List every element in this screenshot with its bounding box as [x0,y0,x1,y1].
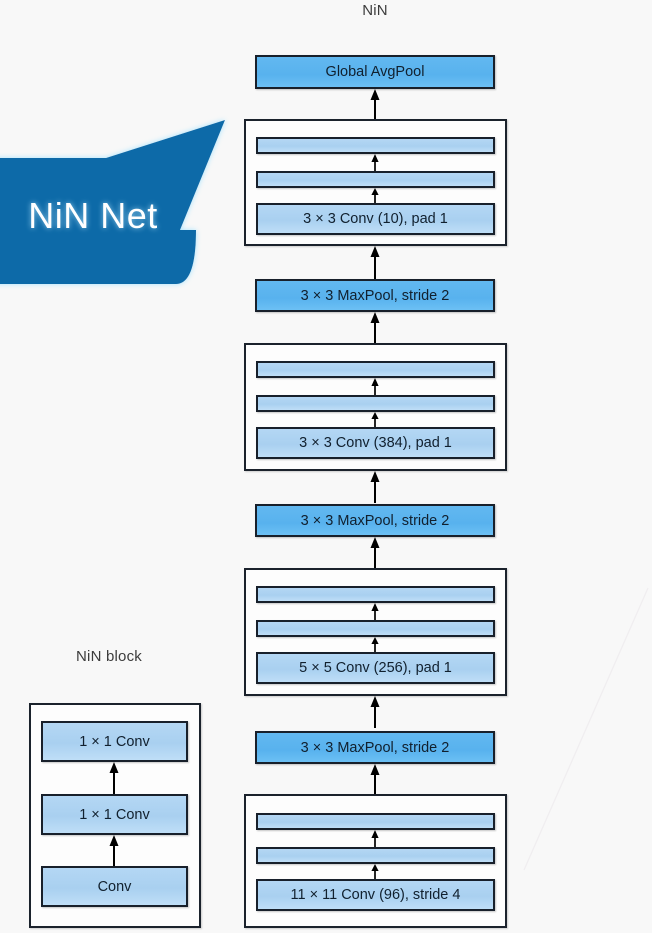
arrow-up-into-block-conv384 [370,471,380,503]
legend-title: NiN block [76,648,142,665]
nin-block-conv384-main-conv[interactable]: 3 × 3 Conv (384), pad 1 [256,427,495,459]
arrow-up-to-maxpool-middle [370,537,380,568]
legend-row-1x1-conv-upper[interactable]: 1 × 1 Conv [41,721,188,762]
nin-block-conv10-row-1x1-lower[interactable] [256,171,495,188]
legend-row-1x1-conv-lower[interactable]: 1 × 1 Conv [41,794,188,835]
nin-block-conv10-main-conv[interactable]: 3 × 3 Conv (10), pad 1 [256,203,495,235]
layer-maxpool-lower[interactable]: 3 × 3 MaxPool, stride 2 [255,731,495,764]
nin-block-conv96-row-1x1-upper[interactable] [256,813,495,830]
nin-block-conv384-row-1x1-lower[interactable] [256,395,495,412]
layer-maxpool-upper[interactable]: 3 × 3 MaxPool, stride 2 [255,279,495,312]
arrow-up-into-block-conv256 [370,696,380,728]
callout-bubble[interactable] [0,112,236,290]
nin-block-conv96-main-conv[interactable]: 11 × 11 Conv (96), stride 4 [256,879,495,911]
page-title: NiN [362,2,388,19]
arrow-up-to-maxpool-upper [370,312,380,343]
nin-block-conv96-row-1x1-lower[interactable] [256,847,495,864]
arrow-up-to-global-avgpool [370,89,380,119]
nin-block-conv384-row-1x1-upper[interactable] [256,361,495,378]
nin-block-conv256-main-conv[interactable]: 5 × 5 Conv (256), pad 1 [256,652,495,684]
nin-block-conv256-row-1x1-upper[interactable] [256,586,495,603]
arrow-up-into-block-conv10 [370,246,380,279]
nin-block-conv10-row-1x1-upper[interactable] [256,137,495,154]
arrow-up-to-maxpool-lower [370,764,380,795]
nin-block-conv256-row-1x1-lower[interactable] [256,620,495,637]
decorative-diagonal-line [523,587,649,871]
layer-global-avgpool[interactable]: Global AvgPool [255,55,495,89]
layer-maxpool-middle[interactable]: 3 × 3 MaxPool, stride 2 [255,504,495,537]
legend-row-conv[interactable]: Conv [41,866,188,907]
callout-label: NiN Net [28,195,158,236]
